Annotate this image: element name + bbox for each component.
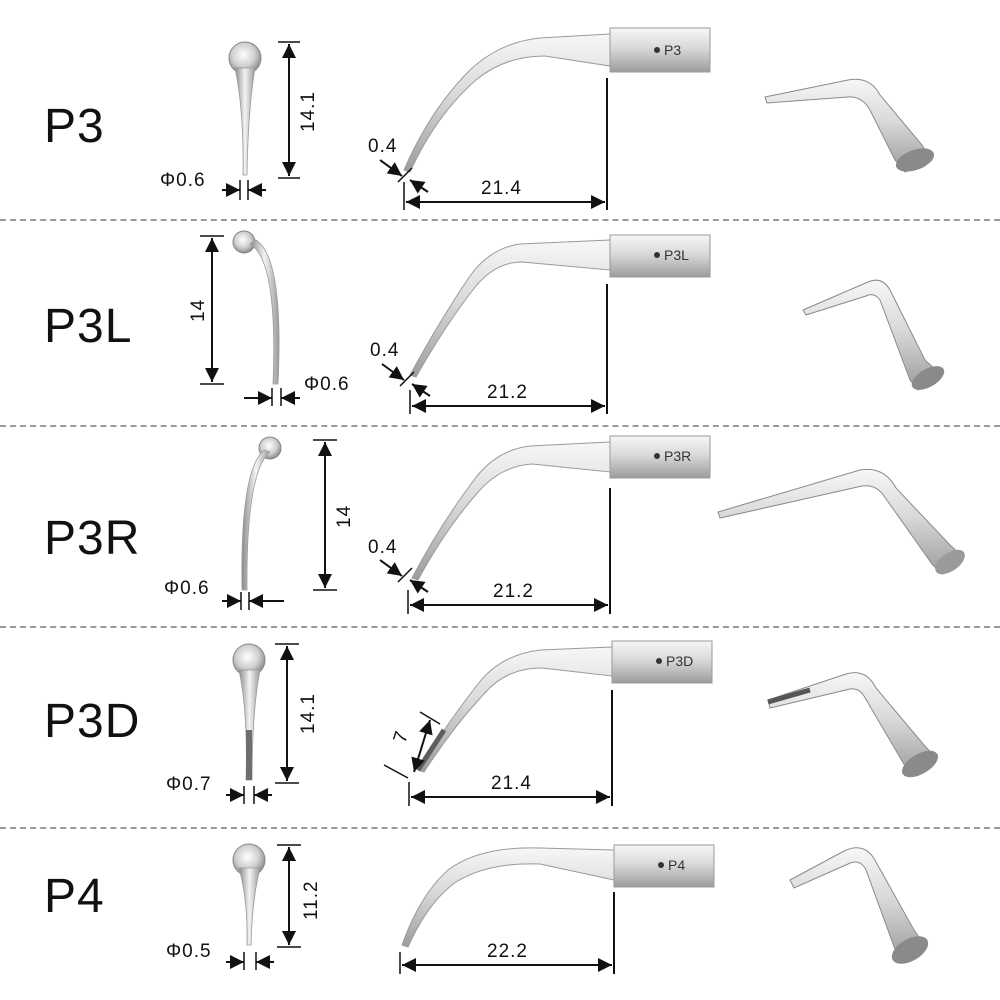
p4-diameter-label: Φ0.5 (166, 941, 212, 962)
brand-logo-icons (654, 47, 664, 868)
p3l-diameter-label: Φ0.6 (304, 374, 350, 395)
p4-perspective-view (789, 847, 929, 964)
p3r-handle-engraving: P3R (664, 448, 691, 464)
row-divider (0, 425, 1000, 427)
p4-side-view (399, 844, 715, 974)
p3-length-label: 14.1 (298, 91, 319, 132)
p3-front-view (222, 41, 300, 200)
p3d-length-label: 14.1 (298, 693, 319, 734)
p3-diameter-label: Φ0.6 (160, 170, 206, 191)
p3l-length-label: 14 (188, 299, 209, 322)
p3l-thickness-label: 0.4 (370, 340, 399, 361)
p3d-perspective-view (767, 672, 939, 778)
p4-side-length-label: 22.2 (487, 941, 528, 962)
p3-handle-engraving: P3 (664, 42, 681, 58)
p4-handle-engraving: P4 (668, 857, 685, 873)
p4-length-label: 11.2 (301, 880, 322, 920)
tip-name-p4: P4 (44, 870, 105, 923)
tip-name-p3: P3 (44, 100, 105, 153)
p3r-thickness-label: 0.4 (368, 537, 397, 558)
row-divider (0, 827, 1000, 829)
p3d-side-length-label: 21.4 (491, 773, 532, 794)
p3r-diameter-label: Φ0.6 (164, 578, 210, 599)
p4-front-view (226, 843, 301, 970)
p3r-perspective-view (717, 468, 965, 575)
p3d-handle-engraving: P3D (666, 653, 693, 669)
row-divider (0, 626, 1000, 628)
p3-thickness-label: 0.4 (368, 136, 397, 157)
p3r-length-label: 14 (334, 505, 355, 528)
p3d-side-view (383, 640, 713, 806)
p3l-handle-engraving: P3L (664, 247, 689, 263)
p3-side-length-label: 21.4 (481, 178, 522, 199)
tip-name-p3l: P3L (44, 300, 133, 353)
tip-name-p3r: P3R (44, 512, 141, 565)
p3l-front-view (200, 230, 300, 406)
tip-name-p3d: P3D (44, 695, 141, 748)
brand-logo-icon (658, 862, 664, 868)
p3r-front-view (222, 436, 337, 610)
row-divider (0, 219, 1000, 221)
p3l-side-length-label: 21.2 (487, 382, 528, 403)
p3l-side-view (381, 234, 711, 414)
p3d-tip-length-label: 7 (390, 728, 414, 746)
p3-perspective-view (764, 78, 935, 173)
p3d-diameter-label: Φ0.7 (166, 774, 212, 795)
p3d-front-view (226, 643, 299, 804)
p3-side-view (379, 27, 711, 210)
brand-logo-icon (656, 658, 662, 664)
p3r-side-length-label: 21.2 (493, 581, 534, 602)
p3l-perspective-view (802, 279, 945, 391)
p3r-side-view (379, 435, 711, 614)
brand-logo-icon (654, 252, 660, 258)
brand-logo-icon (654, 453, 660, 459)
brand-logo-icon (654, 47, 660, 53)
